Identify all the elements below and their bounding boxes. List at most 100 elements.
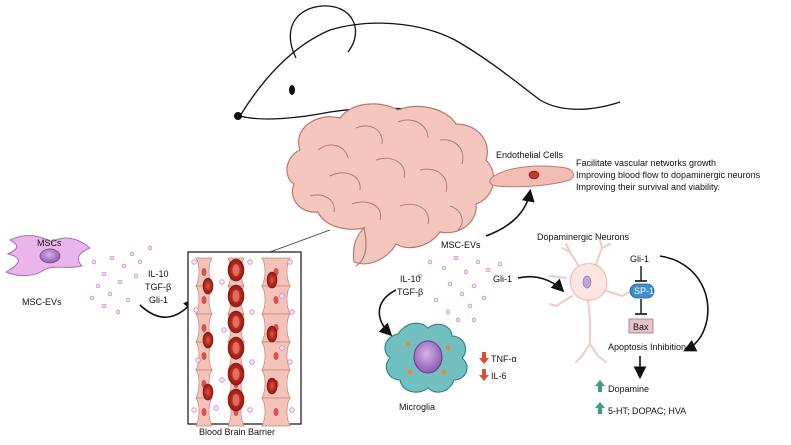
- red-blood-cell-small: [202, 331, 214, 349]
- dopaminergic-neuron: [549, 239, 631, 363]
- dopamine-up-arrow: [595, 380, 605, 392]
- mouse-illustration: [237, 5, 621, 120]
- red-blood-cell-center: [232, 290, 240, 302]
- bax-label: Bax: [633, 322, 649, 332]
- red-blood-cell-small: [266, 325, 278, 343]
- ev-particle: [129, 251, 135, 257]
- ev-particle: [459, 291, 465, 297]
- il6-label: IL-6: [491, 371, 507, 381]
- endothelial-nucleus: [201, 268, 207, 276]
- endothelial-nucleus: [201, 324, 207, 332]
- bbb-panel: [187, 251, 302, 427]
- factor-center-1: IL-10: [400, 274, 421, 284]
- endothelial-effect-2: Improving blood flow to dopaminergic neu…: [576, 170, 761, 180]
- ev-particle: [471, 317, 477, 323]
- ev-particle: [453, 255, 459, 261]
- ev-particle: [287, 359, 293, 365]
- endothelial-effect-1: Facilitate vascular networks growth: [576, 158, 716, 168]
- factor-left-2: TGF-β: [145, 282, 171, 292]
- tnf-down-arrow: [479, 352, 489, 364]
- endothelial-label: Endothelial Cells: [496, 150, 564, 160]
- endothelial-nucleus: [201, 296, 207, 304]
- ev-particle: [195, 357, 201, 363]
- tnf-label: TNF-α: [491, 354, 517, 364]
- endothelial-nucleus: [273, 408, 279, 416]
- ev-particles-center: [417, 255, 503, 333]
- ev-particle: [279, 293, 285, 299]
- ev-particle: [193, 307, 199, 313]
- ev-particle: [95, 283, 101, 289]
- ev-particle: [447, 281, 453, 287]
- ev-particle: [219, 377, 225, 383]
- ev-particle: [137, 259, 143, 265]
- red-blood-cell-center: [232, 264, 240, 276]
- factor-left-1: IL-10: [148, 269, 169, 279]
- apoptosis-label: Apoptosis Inhibition: [608, 342, 686, 352]
- ev-particle: [147, 245, 153, 251]
- ev-particle: [247, 259, 253, 265]
- arrow-gli1-to-apoptosis: [659, 255, 709, 352]
- ev-particles-left: [89, 245, 153, 315]
- ev-particle: [289, 407, 295, 413]
- ev-particle: [287, 259, 293, 265]
- dopamine-label: Dopamine: [608, 384, 649, 394]
- red-blood-cell-small: [266, 271, 278, 289]
- msc-cell: [4, 235, 91, 277]
- ev-particle: [279, 345, 285, 351]
- ev-particle: [463, 269, 469, 275]
- red-blood-cell-center: [232, 316, 240, 328]
- ev-particle: [485, 267, 491, 273]
- red-blood-cell-small: [266, 377, 278, 395]
- ev-particle: [445, 309, 451, 315]
- bbb-label: Blood Brain Barrier: [199, 427, 275, 437]
- ev-particle: [191, 259, 197, 265]
- red-blood-cell-center: [232, 368, 240, 380]
- endothelial-cell: [489, 165, 574, 188]
- bax-node: [628, 318, 654, 334]
- sp1-node: [629, 283, 655, 299]
- mouse-eye: [289, 85, 295, 95]
- factor-center-2: TGF-β: [397, 287, 423, 297]
- ev-particle: [221, 327, 227, 333]
- ev-particle: [417, 273, 423, 279]
- ev-particle: [481, 295, 487, 301]
- ev-particle: [115, 309, 121, 315]
- mscs-label: MSCs: [37, 238, 62, 248]
- msc-evs-center-label: MSC-EVs: [441, 240, 481, 250]
- ev-particle: [191, 407, 197, 413]
- ev-particle: [117, 279, 123, 285]
- arrow-to-microglia: [378, 289, 397, 337]
- arrow-to-endothelial: [485, 188, 535, 237]
- il6-down-arrow: [479, 369, 489, 381]
- endothelial-nucleus: [273, 352, 279, 360]
- ev-particle: [109, 255, 115, 261]
- ev-particle: [427, 259, 433, 265]
- metabolites-label: 5-HT; DOPAC; HVA: [608, 406, 686, 416]
- ev-particle: [475, 259, 481, 265]
- ev-particle: [133, 273, 139, 279]
- ev-particle: [101, 271, 107, 277]
- ev-particle: [441, 265, 447, 271]
- endothelial-nucleus: [201, 408, 207, 416]
- endothelial-nucleus: [201, 352, 207, 360]
- ev-particle: [471, 283, 477, 289]
- gli1-center-label: Gli-1: [493, 274, 512, 284]
- mouse-nose: [234, 112, 242, 120]
- ev-particle: [467, 303, 473, 309]
- metabolites-up-arrow: [595, 402, 605, 414]
- ev-particle: [497, 261, 503, 267]
- ev-particle: [121, 263, 127, 269]
- endothelial-effect-3: Improving their survival and viability.: [576, 182, 720, 192]
- red-blood-cell-center: [232, 394, 240, 406]
- red-blood-cell-small: [202, 383, 214, 401]
- brain-illustration: [286, 103, 495, 267]
- ev-particle: [247, 407, 253, 413]
- ev-particle: [101, 303, 107, 309]
- ev-particle: [89, 295, 95, 301]
- ev-particle: [249, 309, 255, 315]
- ev-particle: [249, 359, 255, 365]
- neuron-nucleus: [582, 275, 592, 289]
- ev-particle: [91, 259, 97, 265]
